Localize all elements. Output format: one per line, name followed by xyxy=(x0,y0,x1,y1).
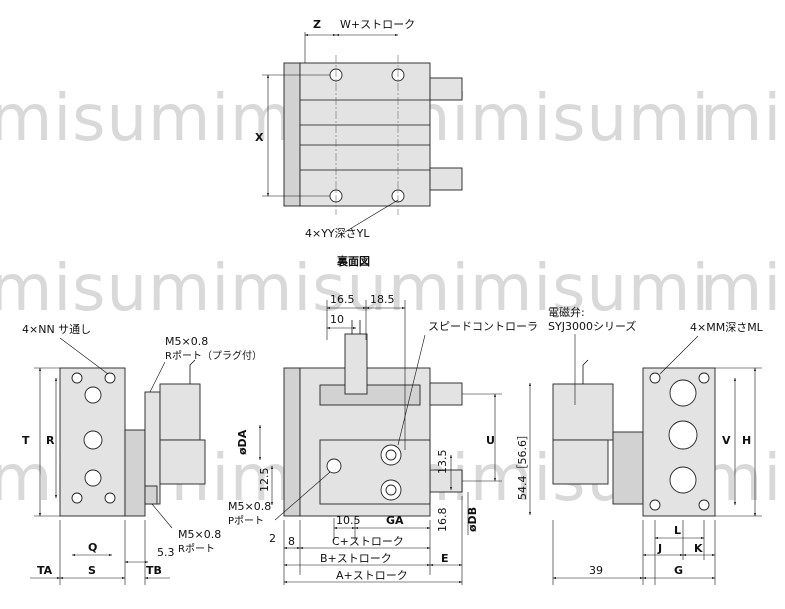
wire xyxy=(582,359,589,384)
dim-v: V xyxy=(722,434,731,447)
dim-j: J xyxy=(657,542,662,555)
label-m5-bot: M5×0.8 xyxy=(178,528,221,541)
dim-18-5: 18.5 xyxy=(370,293,395,306)
end-plate xyxy=(283,62,301,207)
dim-ta: TA xyxy=(37,564,53,577)
dim-s: S xyxy=(88,564,96,577)
watermark-text: misumi xyxy=(700,252,785,326)
rod-upper xyxy=(429,382,463,406)
body xyxy=(299,62,431,207)
watermark-text: misumi xyxy=(470,82,710,156)
dim-x: X xyxy=(255,131,264,144)
dim-16-5: 16.5 xyxy=(330,293,355,306)
wire xyxy=(189,359,196,384)
dim-r: R xyxy=(46,434,55,447)
dim-h: H xyxy=(742,434,751,447)
label-yy: 4×YY深さYL xyxy=(305,227,370,240)
rod-upper xyxy=(429,77,463,101)
label-speed-controller: スピードコントローラ xyxy=(428,320,538,333)
watermark-text: misumi xyxy=(230,252,470,326)
dim-t: T xyxy=(22,434,30,447)
dim-39: 39 xyxy=(589,564,603,577)
r-port xyxy=(144,485,158,505)
label-valve: 電磁弁: xyxy=(548,305,585,319)
label-series: SYJ3000シリーズ xyxy=(548,319,636,333)
dim-db: øDB xyxy=(466,507,479,532)
label-rport-plug: Rポート（プラグ付） xyxy=(165,349,262,362)
dim-8: 8 xyxy=(288,535,295,548)
dim-e: E xyxy=(441,552,449,565)
dim-u: U xyxy=(486,434,495,447)
middle-view: 16.5 18.5 10 スピードコントローラ øDA 12.5 13.5 U … xyxy=(228,293,538,585)
dim-tb: TB xyxy=(146,564,162,577)
dim-10: 10 xyxy=(330,313,344,326)
dim-2: 2 xyxy=(269,532,276,545)
watermark-text: misumi xyxy=(0,82,230,156)
label-m5-top: M5×0.8 xyxy=(165,335,208,348)
dim-z: Z xyxy=(313,18,321,31)
dim-16-8: 16.8 xyxy=(436,508,449,533)
dim-da: øDA xyxy=(236,429,249,455)
right-view: 電磁弁: SYJ3000シリーズ 4×MM深さML 54.4［56.6］ V H… xyxy=(516,305,764,585)
dim-13-5: 13.5 xyxy=(436,450,449,475)
top-view: Z W+ストローク X 4×YY深さYL 裏面図 xyxy=(255,18,463,268)
wiring-block xyxy=(344,333,368,395)
left-view: T R 4×NN サ通し M5×0.8 Rポート（プラグ付） M5×0.8 Rポ… xyxy=(22,323,262,585)
valve-lower xyxy=(159,439,206,485)
top-view-title: 裏面図 xyxy=(336,254,370,268)
rail xyxy=(124,429,146,517)
p-port xyxy=(326,458,342,474)
dim-5-3: 5.3 xyxy=(157,546,175,559)
label-mm: 4×MM深さML xyxy=(690,321,764,334)
watermark-text: misumi xyxy=(700,82,785,156)
watermark-text: misumi xyxy=(0,252,230,326)
rod-lower xyxy=(429,167,463,191)
dim-12-5: 12.5 xyxy=(258,468,271,493)
dim-c: C+ストローク xyxy=(332,535,404,548)
watermark-text: misumi xyxy=(470,252,710,326)
dim-k: K xyxy=(694,542,703,555)
valve-body xyxy=(159,383,201,441)
valve-body xyxy=(552,383,614,441)
label-rport: Rポート xyxy=(178,543,215,555)
dim-b: B+ストローク xyxy=(320,552,392,565)
dim-g: G xyxy=(674,564,683,577)
dim-54-4: 54.4［56.6］ xyxy=(516,429,529,500)
dim-10-5: 10.5 xyxy=(336,514,361,527)
end-plate xyxy=(283,367,301,517)
label-pport: Pポート xyxy=(228,515,264,527)
dim-q: Q xyxy=(88,541,97,554)
dim-a: A+ストローク xyxy=(336,569,408,582)
valve-lower xyxy=(552,439,609,485)
dim-l: L xyxy=(674,524,681,537)
dim-ga: GA xyxy=(386,514,404,527)
fitting-block xyxy=(612,431,644,505)
label-m5-p: M5×0.8 xyxy=(228,500,271,513)
label-nn: 4×NN サ通し xyxy=(22,323,91,336)
dim-w: W+ストローク xyxy=(340,18,415,31)
